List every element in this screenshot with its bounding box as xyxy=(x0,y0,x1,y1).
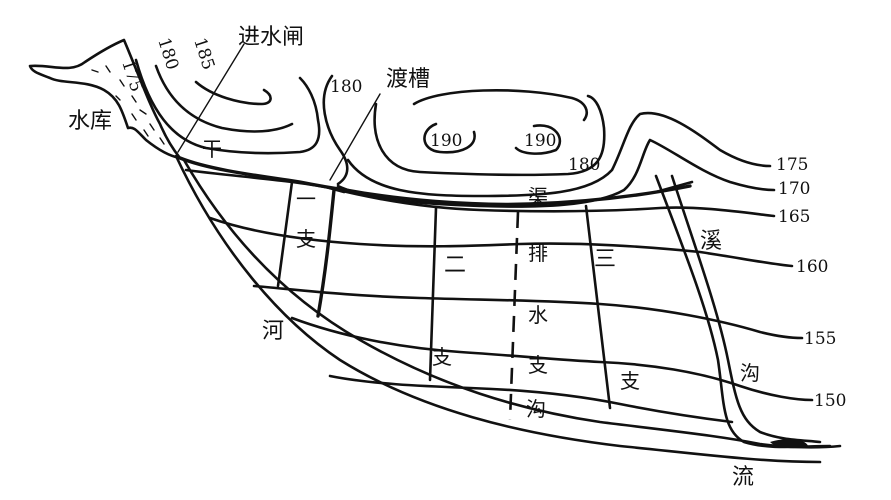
stream-right xyxy=(654,174,832,449)
aqueduct-label: 渡槽 xyxy=(386,67,430,92)
drain-label-2: 水 xyxy=(528,303,548,327)
contour-185-top xyxy=(194,80,272,106)
contour-190-right xyxy=(514,124,562,155)
contour-label-185-top: 185 xyxy=(189,35,218,72)
contour-label-190-left: 190 xyxy=(430,131,462,151)
contour-175-top xyxy=(134,58,321,155)
stream-label-2: 沟 xyxy=(740,361,760,385)
contour-label-175-right: 175 xyxy=(776,155,808,175)
branch3-label-2: 支 xyxy=(620,369,640,393)
intake-gate-pointer xyxy=(177,43,245,153)
drain-label-1: 排 xyxy=(528,241,548,265)
drain-ditch xyxy=(508,211,520,421)
contour-label-160-right: 160 xyxy=(796,257,828,277)
branch2-label-1: 二 xyxy=(444,253,466,278)
branch1-label-2: 支 xyxy=(296,227,316,251)
contour-label-180-mid: 180 xyxy=(330,77,362,97)
river-label-1: 河 xyxy=(262,319,284,344)
branch-canal-1 xyxy=(276,180,336,318)
drain-label-3: 支 xyxy=(528,353,548,377)
contour-label-155-right: 155 xyxy=(804,329,836,349)
reservoir-label: 水库 xyxy=(68,109,112,134)
contour-180-hill xyxy=(373,94,606,177)
branch-canal-3 xyxy=(584,204,612,410)
contour-180-left-fold xyxy=(322,74,349,186)
aqueduct-pointer xyxy=(329,93,381,181)
contour-hill-top xyxy=(412,89,588,122)
contour-label-175-top: 175 xyxy=(117,57,146,94)
contour-150-right xyxy=(290,316,814,402)
branch2-label-2: 支 xyxy=(432,345,452,369)
stream-label-1: 溪 xyxy=(700,229,722,254)
drain-label-4: 沟 xyxy=(526,397,546,421)
branch1-label-1: 一 xyxy=(296,187,316,211)
river-left xyxy=(174,154,842,464)
contour-label-170-right: 170 xyxy=(778,179,810,199)
contour-label-180-peak: 180 xyxy=(568,155,600,175)
contour-170-right xyxy=(336,138,776,208)
reservoir xyxy=(28,38,182,160)
contour-label-150-right: 150 xyxy=(814,391,846,411)
contour-label-190-right: 190 xyxy=(524,131,556,151)
main-canal-label-1: 干 xyxy=(202,137,222,161)
contour-180-top xyxy=(154,64,294,133)
contour-lower xyxy=(328,374,734,424)
intake-gate-label: 进水闸 xyxy=(238,25,304,50)
branch3-label-1: 三 xyxy=(594,247,616,272)
contour-label-165-right: 165 xyxy=(778,207,810,227)
branch-canal-2 xyxy=(428,206,438,382)
main-canal-label-2: 渠 xyxy=(528,185,548,209)
contour-175-right xyxy=(346,111,772,198)
river-label-2: 流 xyxy=(732,465,754,490)
contour-155-right xyxy=(252,284,804,340)
contour-190-left xyxy=(423,122,476,154)
contour-160-right xyxy=(208,216,794,268)
